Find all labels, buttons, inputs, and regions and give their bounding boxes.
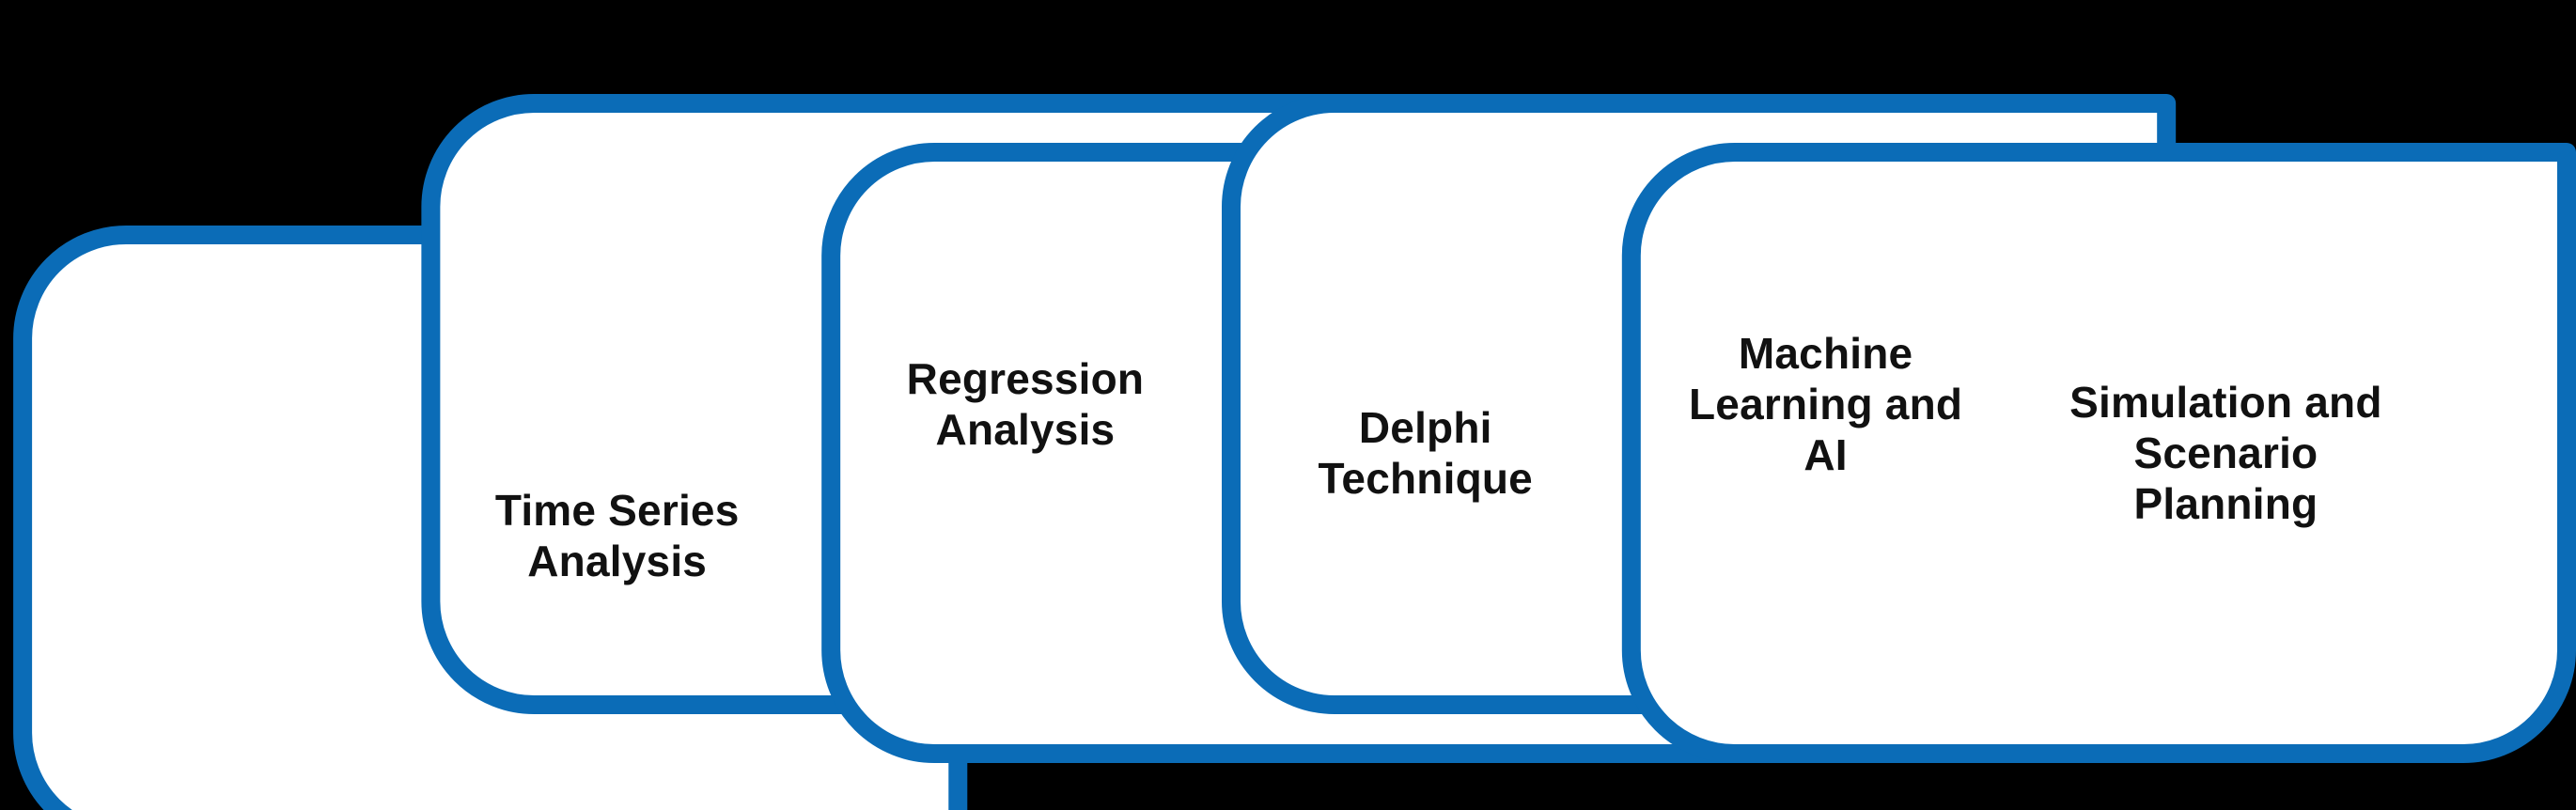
process-card-5[interactable] <box>1621 143 2576 763</box>
card-shape-group <box>13 94 2576 810</box>
